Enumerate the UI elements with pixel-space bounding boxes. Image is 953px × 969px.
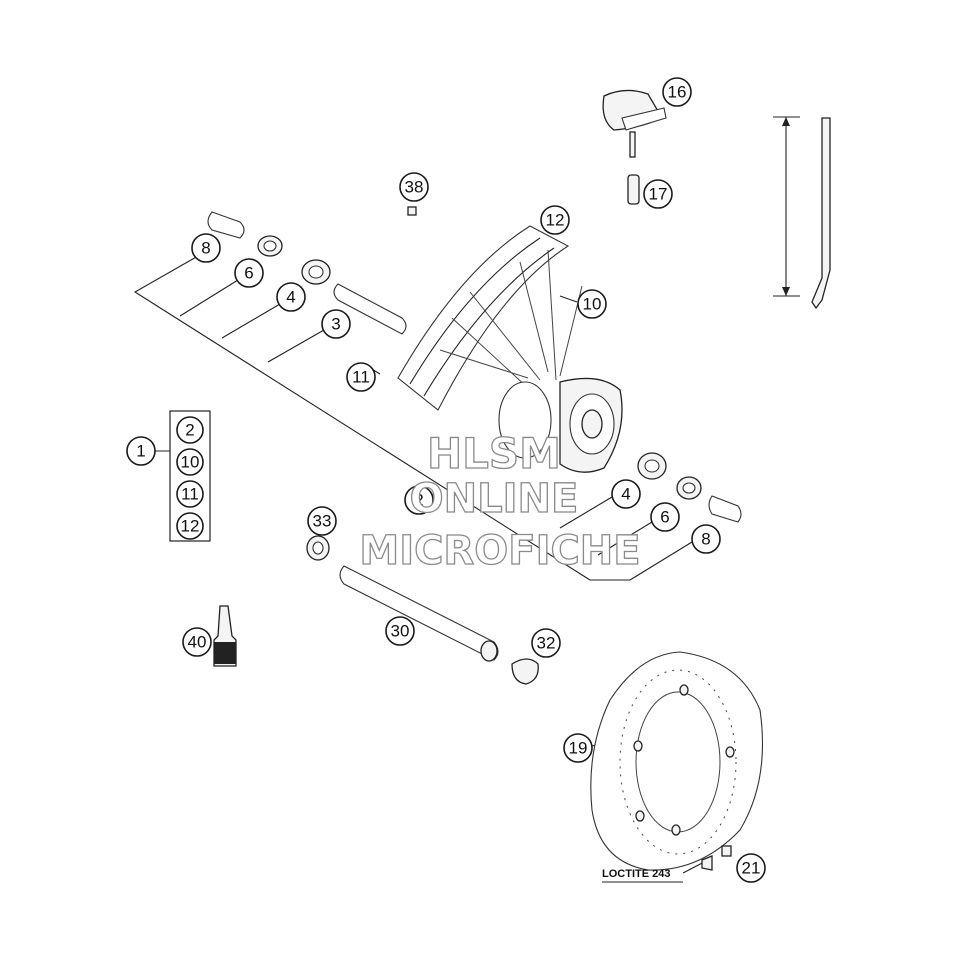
callout-11: 11 — [346, 362, 376, 392]
svg-text:16: 16 — [668, 83, 687, 102]
svg-text:40: 40 — [188, 633, 207, 652]
svg-text:8: 8 — [701, 530, 710, 549]
svg-text:19: 19 — [569, 739, 588, 758]
svg-text:38: 38 — [405, 178, 424, 197]
callout-8-upper: 8 — [191, 233, 221, 263]
svg-text:6: 6 — [660, 508, 669, 527]
svg-text:ONLINE: ONLINE — [410, 476, 579, 522]
svg-text:8: 8 — [201, 239, 210, 258]
threadlock-bottle — [213, 605, 237, 667]
axle-part — [306, 535, 539, 685]
wheel-hub-part — [498, 377, 623, 473]
svg-text:6: 6 — [244, 264, 253, 283]
svg-text:30: 30 — [391, 622, 410, 641]
svg-text:3: 3 — [331, 315, 340, 334]
kit-item-12: 12 — [176, 512, 204, 540]
svg-text:33: 33 — [313, 512, 332, 531]
svg-text:2: 2 — [185, 421, 194, 440]
upper-bearing-parts — [207, 211, 407, 335]
callout-12: 12 — [540, 205, 570, 235]
callout-4-lower: 4 — [611, 479, 641, 509]
callout-6-lower: 6 — [650, 502, 680, 532]
callout-40: 40 — [182, 627, 212, 657]
callout-17: 17 — [643, 179, 673, 209]
callout-19: 19 — [563, 733, 593, 763]
callout-1: 1 — [126, 436, 156, 466]
inner-tube-part — [602, 89, 667, 158]
svg-text:10: 10 — [583, 295, 602, 314]
watermark: HLSM ONLINE MICROFICHE — [359, 428, 642, 574]
callout-4-upper: 4 — [276, 282, 306, 312]
svg-text:32: 32 — [537, 634, 556, 653]
svg-text:11: 11 — [181, 485, 199, 504]
valve-nut-part — [627, 174, 640, 205]
kit-item-10: 10 — [176, 448, 204, 476]
svg-text:12: 12 — [546, 211, 565, 230]
callout-8-lower: 8 — [691, 524, 721, 554]
svg-text:21: 21 — [742, 859, 761, 878]
kit-item-2: 2 — [176, 416, 204, 444]
svg-text:MICROFICHE: MICROFICHE — [359, 528, 640, 574]
callout-16: 16 — [662, 77, 692, 107]
svg-text:4: 4 — [621, 485, 630, 504]
svg-text:4: 4 — [286, 288, 295, 307]
disc-bolt-part — [701, 845, 732, 871]
screw-part — [407, 206, 417, 216]
callout-32: 32 — [531, 628, 561, 658]
svg-text:11: 11 — [352, 368, 370, 387]
spoke-length-gauge — [773, 116, 831, 310]
svg-text:2: 2 — [414, 491, 423, 510]
callout-33: 33 — [307, 506, 337, 536]
svg-text:HLSM: HLSM — [427, 429, 561, 478]
front-wheel-rim — [397, 225, 583, 411]
svg-text:17: 17 — [649, 185, 668, 204]
callout-3: 3 — [321, 309, 351, 339]
brake-disc-part — [590, 651, 764, 871]
callout-2-lower: 2 — [404, 485, 434, 515]
svg-text:10: 10 — [181, 453, 200, 472]
callout-30: 30 — [385, 616, 415, 646]
loctite-label: LOCTITE 243 — [602, 868, 670, 880]
callout-6-upper: 6 — [234, 258, 264, 288]
lower-bearing-parts — [637, 452, 742, 523]
kit-item-11: 11 — [176, 480, 204, 508]
callout-10: 10 — [577, 289, 607, 319]
svg-text:12: 12 — [181, 517, 200, 536]
callout-38: 38 — [399, 172, 429, 202]
svg-text:1: 1 — [136, 442, 145, 461]
callout-21: 21 — [736, 853, 766, 883]
repair-kit-box — [169, 410, 211, 542]
